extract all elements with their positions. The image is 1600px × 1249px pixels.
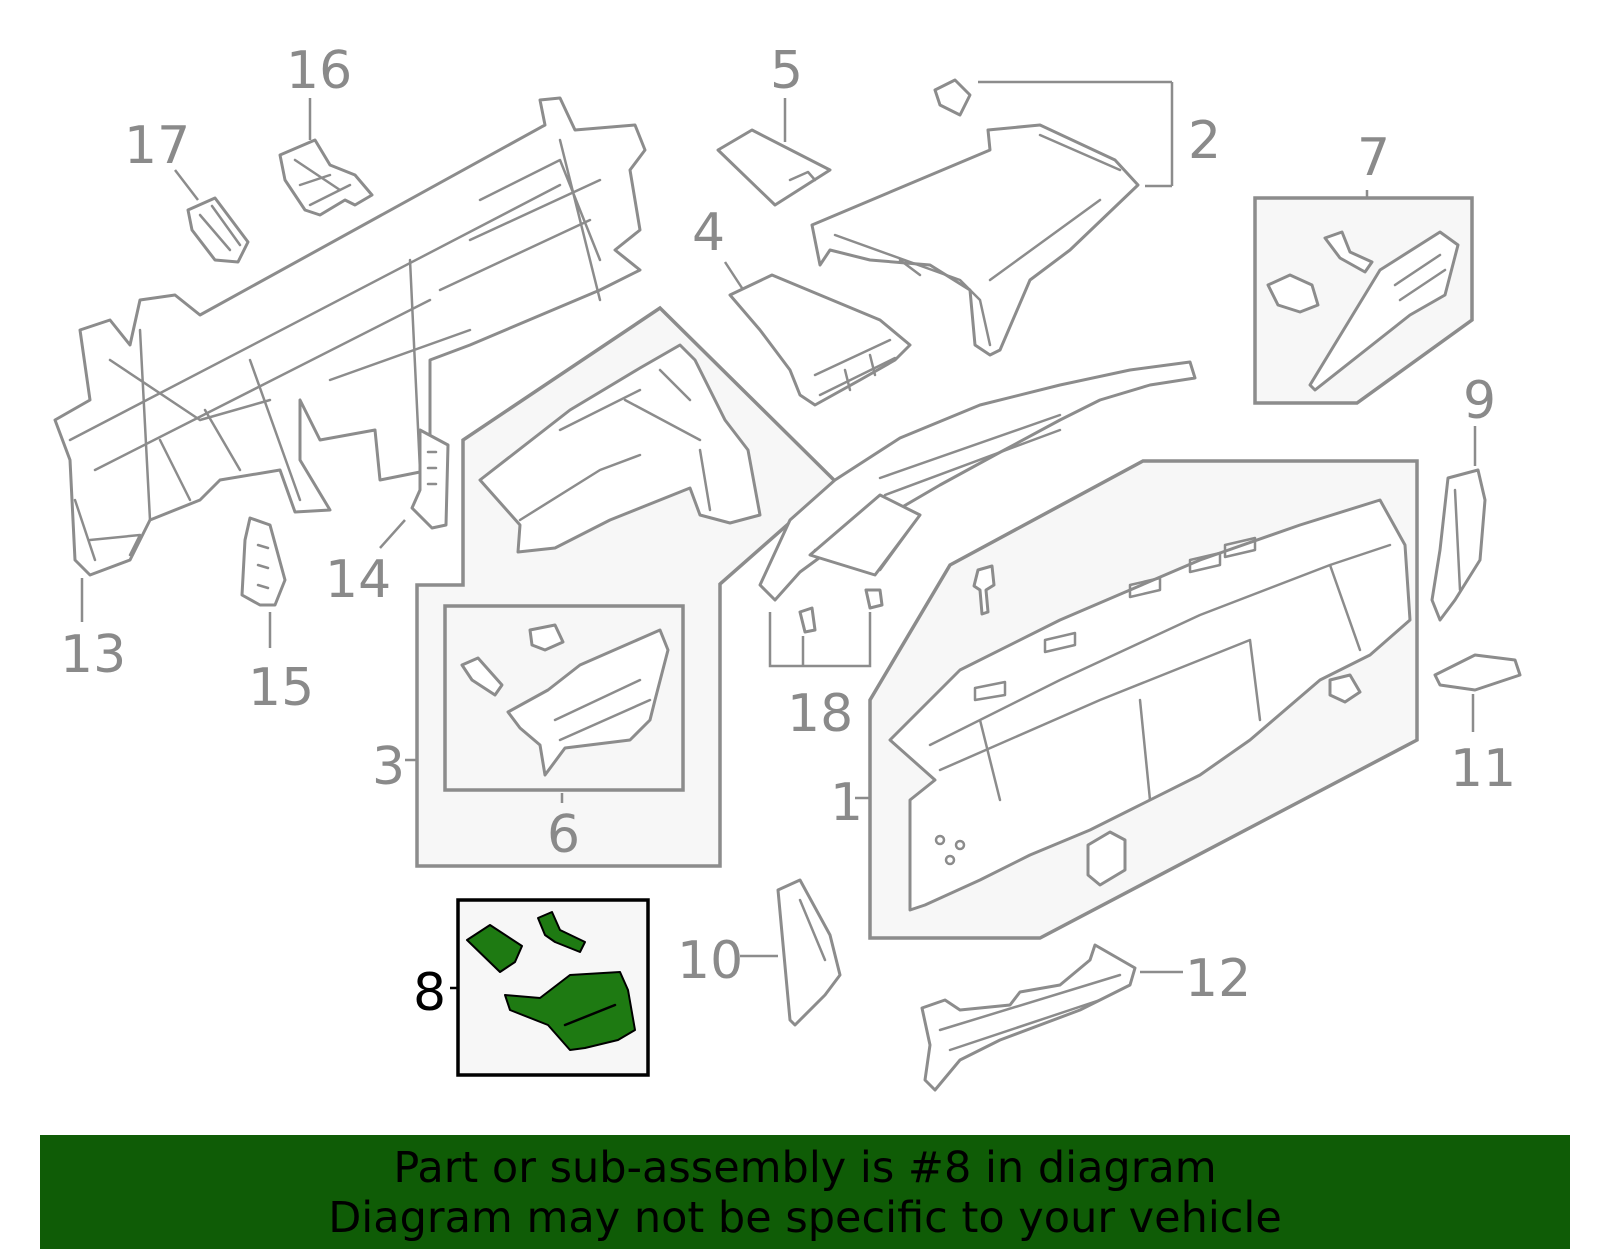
part-2-console-panel[interactable] bbox=[810, 78, 1140, 357]
banner-line-1: Part or sub-assembly is #8 in diagram bbox=[393, 1143, 1217, 1193]
part-12-trim[interactable] bbox=[920, 943, 1137, 1092]
callout-1: 1 bbox=[830, 773, 863, 833]
part-3-glove-box-housing[interactable] bbox=[478, 343, 762, 554]
callout-6: 6 bbox=[547, 805, 580, 865]
part-14-brace[interactable] bbox=[410, 428, 450, 530]
callout-2: 2 bbox=[1188, 111, 1221, 171]
part-4-duct[interactable] bbox=[728, 273, 912, 407]
part-10-end-panel[interactable] bbox=[776, 878, 842, 1027]
part-8-highlighted-assembly[interactable] bbox=[466, 911, 636, 1051]
callout-9: 9 bbox=[1463, 371, 1496, 431]
callout-15: 15 bbox=[248, 658, 314, 718]
part-6-components[interactable] bbox=[460, 623, 670, 777]
callout-16: 16 bbox=[286, 41, 352, 101]
callout-12: 12 bbox=[1185, 949, 1251, 1009]
part-15-brace[interactable] bbox=[240, 516, 287, 607]
callout-11: 11 bbox=[1450, 739, 1516, 799]
callout-13: 13 bbox=[60, 625, 126, 685]
callout-8: 8 bbox=[413, 963, 446, 1023]
part-5-lid[interactable] bbox=[716, 128, 832, 207]
callout-10: 10 bbox=[677, 931, 743, 991]
part-16-bracket[interactable] bbox=[278, 138, 374, 217]
callout-4: 4 bbox=[692, 203, 725, 263]
callout-17: 17 bbox=[124, 116, 190, 176]
part-7-components[interactable] bbox=[1266, 230, 1460, 392]
banner-line-2: Diagram may not be specific to your vehi… bbox=[328, 1193, 1282, 1243]
leader-lines bbox=[80, 80, 1477, 990]
callout-7: 7 bbox=[1357, 128, 1390, 188]
callout-labels: 1 2 3 4 5 6 7 8 9 10 11 12 13 14 15 16 1… bbox=[60, 41, 1516, 1023]
callout-18: 18 bbox=[787, 684, 853, 744]
callout-14: 14 bbox=[325, 550, 391, 610]
callout-5: 5 bbox=[770, 41, 803, 101]
info-banner: Part or sub-assembly is #8 in diagram Di… bbox=[40, 1135, 1570, 1249]
part-18-defroster-duct[interactable] bbox=[758, 360, 1197, 634]
part-1-instrument-panel[interactable] bbox=[888, 498, 1412, 912]
part-11-cover[interactable] bbox=[1433, 653, 1522, 692]
part-17-bracket[interactable] bbox=[186, 196, 250, 264]
callout-3: 3 bbox=[372, 737, 405, 797]
part-9-side-trim[interactable] bbox=[1430, 468, 1487, 622]
part-13-cross-car-beam[interactable] bbox=[53, 96, 647, 577]
